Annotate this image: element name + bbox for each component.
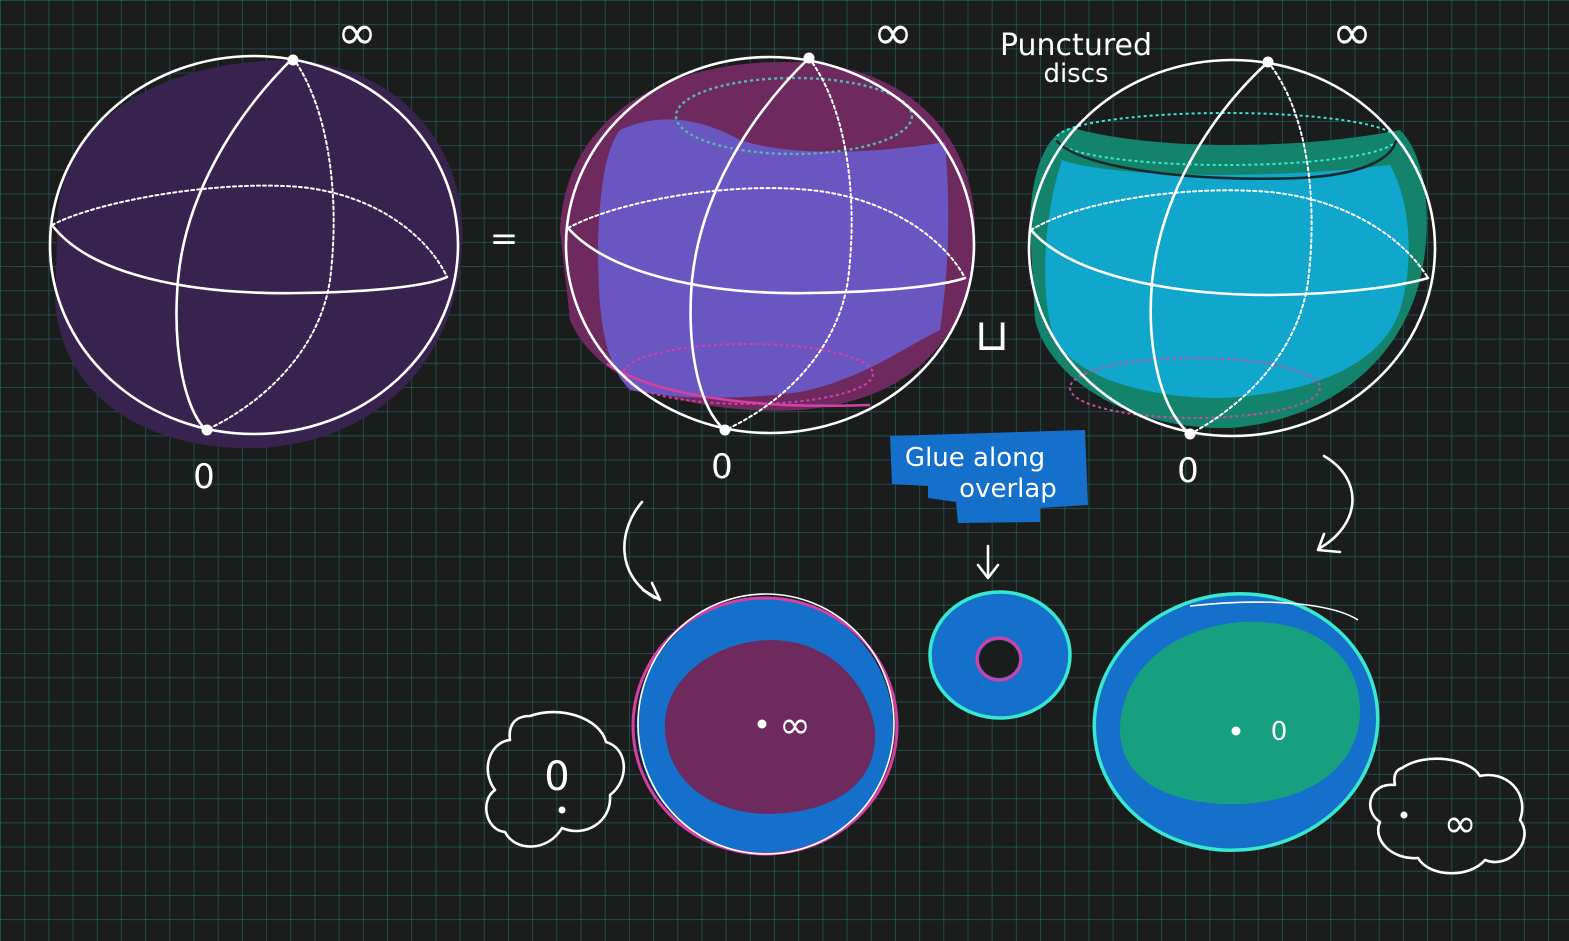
- glue-note-line1: Glue along: [905, 443, 1045, 473]
- infinity-label-1: ∞: [337, 5, 377, 61]
- sphere-full-equator-back: [51, 184, 448, 278]
- cloud-point: [558, 806, 566, 814]
- cloud-label-infinity: ∞: [1443, 801, 1476, 847]
- arrow-to-right-disc-head: [1316, 532, 1342, 554]
- punctured-label-line2: discs: [1043, 59, 1108, 89]
- thought-cloud-right: ∞: [1369, 757, 1526, 875]
- sphere-full-outline: [48, 54, 460, 436]
- disjoint-union-symbol: ⊔: [975, 310, 1009, 361]
- north-pole-point: [803, 52, 815, 64]
- arrow-to-annulus-head: [976, 563, 1000, 580]
- white-boundary-top: [1189, 601, 1359, 621]
- cap-boundary-bottom: [1069, 357, 1321, 419]
- sphere-2-meridian-front: [689, 56, 811, 432]
- right-punctured-disc: 0: [1092, 591, 1380, 853]
- infinity-label-3: ∞: [1332, 5, 1372, 61]
- zero-label-3: 0: [1177, 451, 1199, 491]
- north-pole-point: [287, 54, 299, 66]
- annulus-outer-boundary: [928, 590, 1072, 720]
- arrow-to-right-disc: [1318, 454, 1354, 550]
- puncture-label-zero: 0: [1271, 717, 1288, 747]
- overlap-annulus: [928, 590, 1072, 720]
- cyan-boundary: [1092, 591, 1380, 853]
- punctured-label-line1: Punctured: [1000, 28, 1152, 63]
- glue-note-line2: overlap: [959, 474, 1057, 504]
- sphere-full-meridian-back: [205, 57, 335, 431]
- sphere-full-meridian-front: [175, 56, 295, 432]
- south-pole-point: [1184, 428, 1196, 440]
- puncture-point: [1231, 726, 1241, 736]
- sphere-3-outline: [1027, 58, 1437, 438]
- sphere-2-outline: [564, 55, 976, 435]
- green-disc-interior: [1120, 621, 1360, 805]
- annulus-inner-boundary: [975, 636, 1023, 682]
- zero-label-2: 0: [711, 447, 733, 487]
- cap-boundary-top-front: [1054, 139, 1398, 181]
- glue-note-background: [890, 430, 1088, 523]
- arrow-to-left-disc: [623, 500, 657, 600]
- north-pole-point: [1262, 56, 1274, 68]
- south-pole-point: [201, 424, 213, 436]
- sphere-2-equator-back: [567, 187, 966, 279]
- sphere-3-equator-back: [1030, 189, 1429, 279]
- sphere-2-meridian-back: [724, 57, 853, 431]
- infinity-label-2: ∞: [873, 5, 913, 61]
- sphere-3-meridian-front: [1149, 60, 1270, 436]
- sphere-3-equator-front: [1029, 228, 1430, 297]
- cloud-outline: [1369, 757, 1526, 875]
- glue-note: Glue along overlap: [890, 430, 1088, 523]
- annulus-hole: [979, 640, 1019, 678]
- cap-boundary-top: [674, 76, 914, 156]
- white-boundary: [637, 593, 895, 855]
- zero-label-1: 0: [193, 457, 215, 497]
- puncture-point: [757, 719, 767, 729]
- sphere-minus-zero: [1027, 56, 1437, 440]
- sphere-minus-infinity: [560, 52, 976, 436]
- cloud-outline: [485, 710, 626, 848]
- sphere-full-equator-front: [50, 223, 449, 295]
- thought-cloud-left: 0: [485, 710, 626, 848]
- left-punctured-disc: ∞: [631, 593, 899, 856]
- equals-sign: =: [490, 219, 519, 259]
- cap-boundary-bottom-front: [606, 362, 871, 408]
- purple-overlap-band: [598, 119, 949, 398]
- magenta-disc-interior: [664, 640, 876, 814]
- south-pole-point: [719, 424, 731, 436]
- cloud-point: [1400, 811, 1408, 819]
- sphere-3-meridian-back: [1189, 61, 1313, 435]
- cloud-label-zero: 0: [544, 754, 569, 800]
- sphere-full: [48, 54, 463, 449]
- sphere-full-shading: [55, 60, 463, 449]
- arrow-to-left-disc-head: [641, 581, 662, 602]
- cyan-overlap-band: [1045, 160, 1409, 398]
- puncture-label-infinity: ∞: [779, 703, 811, 747]
- sphere-2-equator-front: [566, 226, 967, 295]
